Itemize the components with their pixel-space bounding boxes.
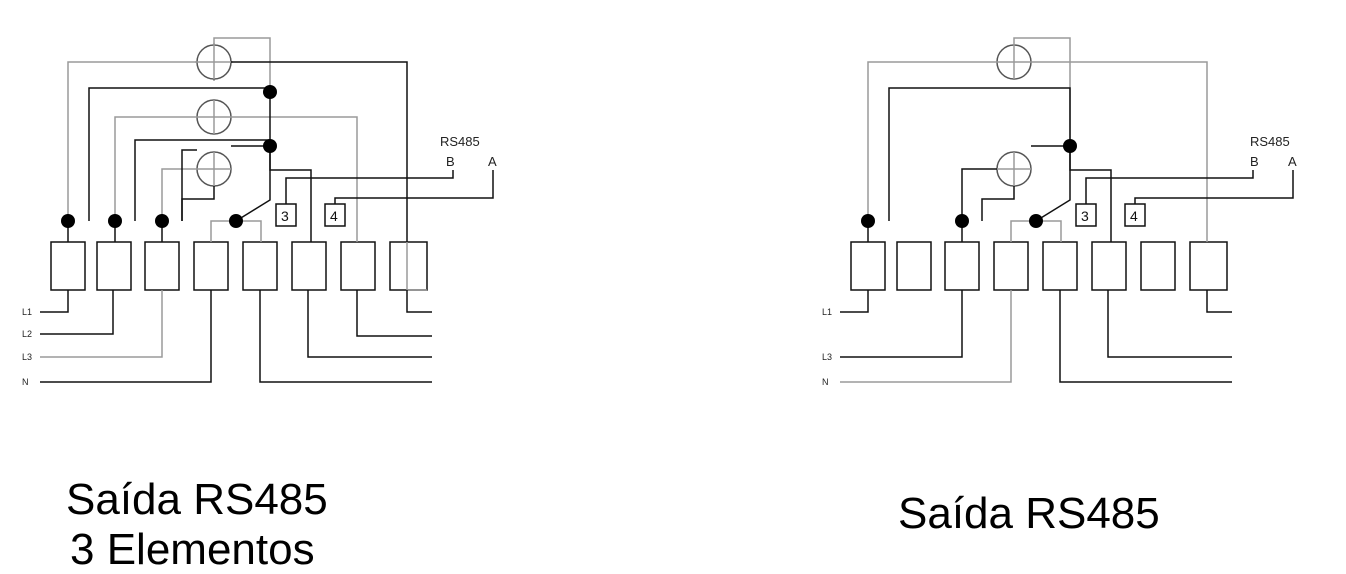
right-junction-dots bbox=[861, 139, 1077, 228]
left-terminal-4-label: 4 bbox=[330, 208, 338, 224]
right-line-label-l1: L1 bbox=[822, 307, 832, 317]
left-junction-dots bbox=[61, 85, 277, 228]
right-wiring-diagram: 3 4 RS485 B A L1 L3 N bbox=[822, 37, 1297, 387]
right-bus-b-label: B bbox=[1250, 154, 1259, 169]
right-terminal-7 bbox=[1140, 241, 1176, 291]
right-terminal-1 bbox=[850, 241, 886, 291]
right-terminal-6 bbox=[1091, 241, 1127, 291]
right-terminal-3 bbox=[944, 241, 980, 291]
left-caption: Saída RS485 bbox=[66, 475, 328, 524]
left-terminal-block bbox=[50, 241, 428, 291]
right-terminal-box-3 bbox=[1075, 203, 1097, 227]
right-line-label-n: N bbox=[822, 377, 829, 387]
left-terminal-3 bbox=[144, 241, 180, 291]
left-terminal-box-3 bbox=[275, 203, 297, 227]
left-terminal-7 bbox=[340, 241, 376, 291]
left-line-label-l2: L2 bbox=[22, 329, 32, 339]
left-terminal-5 bbox=[242, 241, 278, 291]
left-terminal-box-4 bbox=[324, 203, 346, 227]
left-terminal-3-label: 3 bbox=[281, 208, 289, 224]
right-terminal-4-label: 4 bbox=[1130, 208, 1138, 224]
left-bus-a-label: A bbox=[488, 154, 497, 169]
right-terminal-3-label: 3 bbox=[1081, 208, 1089, 224]
left-terminal-8 bbox=[389, 241, 428, 291]
right-caption: Saída RS485 bbox=[898, 489, 1160, 538]
left-rs485-label: RS485 bbox=[440, 134, 480, 149]
left-line-label-l3: L3 bbox=[22, 352, 32, 362]
left-bus-b-label: B bbox=[446, 154, 455, 169]
right-terminal-8 bbox=[1189, 241, 1228, 291]
right-terminal-5 bbox=[1042, 241, 1078, 291]
left-caption-line2: 3 Elementos bbox=[70, 525, 315, 574]
right-terminal-box-4 bbox=[1124, 203, 1146, 227]
left-terminal-1 bbox=[50, 241, 86, 291]
wiring-diagrams: 3 4 RS485 B A L1 L2 L3 N bbox=[22, 37, 1297, 387]
right-wiring bbox=[840, 37, 1294, 383]
left-terminal-4 bbox=[193, 241, 229, 291]
left-line-label-n: N bbox=[22, 377, 29, 387]
left-terminal-2 bbox=[96, 241, 132, 291]
right-line-label-l3: L3 bbox=[822, 352, 832, 362]
left-line-label-l1: L1 bbox=[22, 307, 32, 317]
right-terminal-2 bbox=[896, 241, 932, 291]
left-terminal-6 bbox=[291, 241, 327, 291]
right-terminal-4 bbox=[993, 241, 1029, 291]
left-wiring bbox=[40, 37, 494, 383]
left-wiring-diagram: 3 4 RS485 B A L1 L2 L3 N bbox=[22, 37, 497, 387]
right-rs485-label: RS485 bbox=[1250, 134, 1290, 149]
right-bus-a-label: A bbox=[1288, 154, 1297, 169]
right-current-transformers bbox=[996, 44, 1032, 187]
left-current-transformers bbox=[195, 43, 233, 187]
right-terminal-block bbox=[850, 241, 1228, 291]
